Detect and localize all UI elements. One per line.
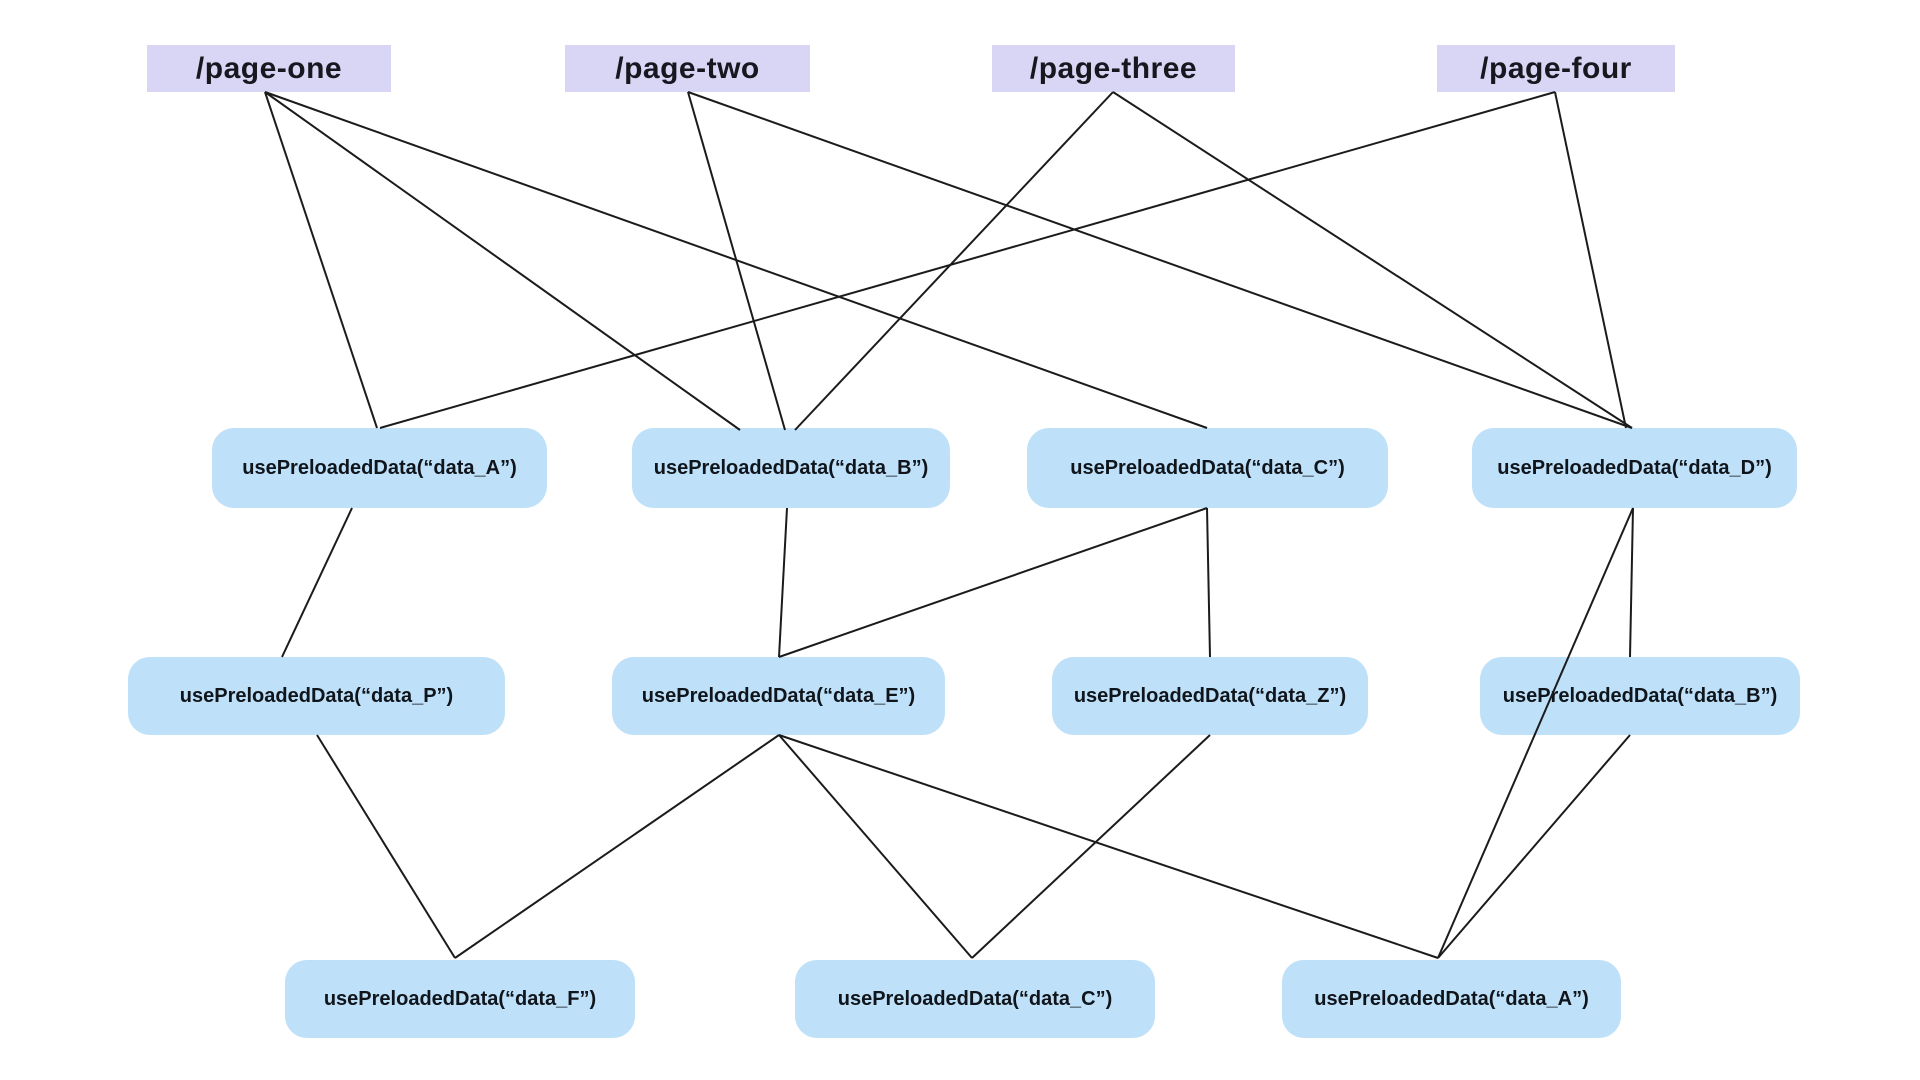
node-page-three: /page-three [992,45,1235,92]
node-r1-d: usePreloadedData(“data_D”) [1472,428,1797,508]
edge-r1-a-to-r2-p [281,507,353,658]
edge-page-one-to-r1-b [264,91,741,431]
edge-page-four-to-r1-a [379,91,1556,429]
edge-page-four-to-r1-d [1554,91,1627,429]
node-label: usePreloadedData(“data_A”) [242,456,517,479]
edge-page-two-to-r1-b [687,91,786,431]
node-r3-c: usePreloadedData(“data_C”) [795,960,1155,1038]
node-label: usePreloadedData(“data_C”) [1070,456,1345,479]
node-r2-e: usePreloadedData(“data_E”) [612,657,945,735]
edge-page-three-to-r1-b [794,91,1114,431]
edge-r2-z-to-r3-c [971,734,1211,959]
node-r2-z: usePreloadedData(“data_Z”) [1052,657,1368,735]
edge-r1-c-to-r2-z [1206,507,1211,658]
edge-r1-b-to-r2-e [778,507,788,658]
node-label: /page-three [1029,51,1198,85]
node-label: usePreloadedData(“data_B”) [1502,684,1778,707]
node-label: usePreloadedData(“data_C”) [837,987,1113,1010]
node-r2-p: usePreloadedData(“data_P”) [128,657,505,735]
edge-r2-b-to-r3-a [1437,734,1631,959]
node-page-two: /page-two [565,45,810,92]
node-r1-a: usePreloadedData(“data_A”) [212,428,547,508]
edge-r2-p-to-r3-f [316,734,456,959]
node-r1-c: usePreloadedData(“data_C”) [1027,428,1388,508]
edge-r2-e-to-r3-f [454,734,780,959]
node-label: usePreloadedData(“data_E”) [641,684,916,707]
node-label: usePreloadedData(“data_Z”) [1073,684,1347,707]
edge-r1-c-to-r2-e [778,507,1208,658]
edge-page-one-to-r1-a [264,91,378,429]
node-r3-f: usePreloadedData(“data_F”) [285,960,635,1038]
edge-page-one-to-r1-c [264,91,1208,429]
node-page-one: /page-one [147,45,391,92]
edge-r2-e-to-r3-c [778,734,973,959]
edge-page-three-to-r1-d [1112,91,1633,429]
edge-r2-e-to-r3-a [778,734,1439,959]
node-page-four: /page-four [1437,45,1675,92]
node-label: /page-four [1480,51,1632,85]
node-label: usePreloadedData(“data_A”) [1314,987,1589,1010]
node-r1-b: usePreloadedData(“data_B”) [632,428,950,508]
edge-page-two-to-r1-d [687,91,1633,429]
node-label: usePreloadedData(“data_F”) [323,987,597,1010]
node-label: usePreloadedData(“data_P”) [179,684,454,707]
edge-r1-d-to-r2-b [1629,507,1634,658]
node-label: usePreloadedData(“data_D”) [1497,456,1772,479]
node-label: /page-two [615,51,760,85]
node-r3-a: usePreloadedData(“data_A”) [1282,960,1621,1038]
node-r2-b: usePreloadedData(“data_B”) [1480,657,1800,735]
node-label: /page-one [195,51,343,85]
node-label: usePreloadedData(“data_B”) [653,456,929,479]
